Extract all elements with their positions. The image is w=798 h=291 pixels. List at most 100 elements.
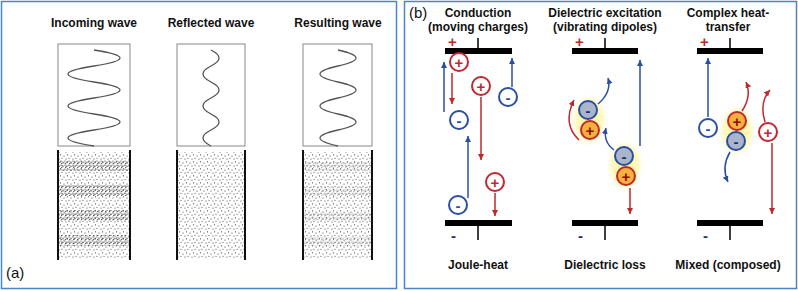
charge-circle: +: [471, 76, 491, 96]
charge-circle: -: [448, 195, 468, 215]
motion-arrows: [725, 152, 730, 182]
charge-sign: +: [455, 55, 464, 70]
panel-frame: [405, 2, 797, 289]
charge-sign: -: [706, 121, 711, 136]
wave-boxes: [320, 50, 356, 146]
polarity-sign: -: [703, 227, 708, 244]
column-heading: Complex heat-transfer: [682, 6, 774, 34]
charge-sign: -: [622, 149, 627, 164]
charge-sign: -: [506, 90, 511, 105]
dipole-glow: [570, 93, 756, 193]
stippled-medium: [57, 150, 59, 260]
stippled-medium: [58, 160, 130, 171]
dipole-charge: +: [616, 166, 636, 186]
charge-circle: -: [449, 110, 469, 130]
charge-circle: -: [698, 118, 718, 138]
stippled-medium: [129, 150, 131, 260]
charge-circle: +: [449, 52, 469, 72]
polarity-sign: +: [700, 33, 709, 50]
motion-arrows: [629, 188, 631, 214]
stippled-medium: [58, 185, 130, 196]
charge-circle: +: [485, 172, 505, 192]
dipole-charge: +: [580, 120, 600, 140]
stippled-medium: [176, 150, 178, 260]
stippled-medium: [302, 150, 304, 260]
motion-arrows: [480, 97, 482, 160]
capacitor-plates: [477, 38, 479, 48]
panel-heading: Reflected wave: [151, 16, 271, 30]
effect-label: Joule-heat: [418, 258, 538, 272]
motion-arrows: [467, 136, 469, 198]
motion-arrows: [451, 73, 453, 104]
capacitor-plates: [729, 226, 731, 240]
stippled-medium: [58, 150, 372, 260]
capacitor-plates: [604, 226, 606, 240]
capacitor-plates: [604, 38, 606, 48]
effect-label: Mixed (composed): [666, 258, 790, 272]
charge-sign: +: [586, 123, 595, 138]
dipole-glow: [570, 93, 608, 147]
capacitor-plates: [729, 38, 731, 48]
stippled-medium: [177, 152, 245, 258]
charge-sign: +: [477, 79, 486, 94]
dipole-charge: -: [578, 100, 598, 120]
stippled-medium: [58, 152, 130, 258]
capacitor-plates: [445, 38, 763, 240]
charge-sign: -: [456, 198, 461, 213]
column-heading: Conduction (moving charges): [422, 6, 534, 34]
dipole-charge: -: [614, 146, 634, 166]
wave-boxes: [303, 44, 372, 146]
motion-arrows: [771, 143, 773, 214]
capacitor-plates: [697, 220, 763, 226]
panel-heading: Incoming wave: [34, 16, 154, 30]
stippled-medium: [371, 150, 373, 260]
motion-arrows: [763, 90, 770, 122]
panel-heading: Resulting wave: [278, 16, 398, 30]
charge-sign: +: [622, 169, 631, 184]
charge-sign: -: [586, 103, 591, 118]
polarity-sign: -: [578, 227, 583, 244]
motion-arrows: [444, 58, 772, 216]
stippled-medium: [244, 150, 246, 260]
polarity-sign: -: [451, 227, 456, 244]
stippled-medium: [58, 235, 130, 246]
effect-label: Dielectric loss: [545, 258, 665, 272]
stippled-medium: [303, 212, 372, 221]
charge-sign: -: [734, 134, 739, 149]
motion-arrows: [598, 78, 609, 104]
motion-arrows: [494, 193, 496, 216]
charge-circle: +: [758, 122, 778, 142]
charge-sign: +: [733, 114, 742, 129]
dipole-glow: [718, 104, 756, 158]
column-heading: Dielectric excitation (vibrating dipoles…: [541, 6, 669, 34]
wave-boxes: [68, 50, 120, 146]
polarity-sign: +: [575, 33, 584, 50]
charge-sign: +: [764, 125, 773, 140]
wave-boxes: [203, 50, 219, 146]
stippled-medium: [303, 152, 372, 258]
charge-sign: -: [457, 113, 462, 128]
wave-boxes: [58, 44, 130, 146]
capacitor-plates: [572, 220, 638, 226]
motion-arrows: [639, 60, 641, 146]
dipole-charge: -: [726, 131, 746, 151]
charge-circle: -: [498, 87, 518, 107]
stippled-medium: [303, 162, 372, 171]
motion-arrows: [742, 82, 748, 111]
wave-boxes: [177, 44, 245, 146]
panel-frame: [2, 2, 397, 289]
stippled-medium: [58, 150, 372, 260]
capacitor-plates: [445, 220, 512, 226]
polarity-sign: +: [448, 33, 457, 50]
stippled-medium: [303, 237, 372, 246]
panel-letter: (a): [6, 264, 24, 281]
charge-sign: +: [491, 175, 500, 190]
panel-letter: (b): [409, 4, 427, 21]
motion-arrows: [511, 58, 513, 87]
stippled-medium: [58, 210, 130, 221]
dipole-charge: +: [727, 111, 747, 131]
stippled-medium: [303, 187, 372, 196]
wave-boxes: [58, 44, 372, 146]
